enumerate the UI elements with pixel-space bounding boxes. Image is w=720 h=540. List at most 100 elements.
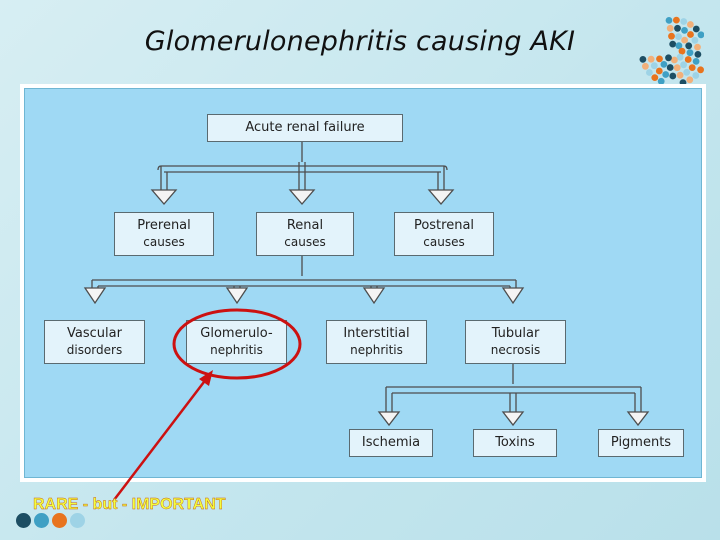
logo-dot bbox=[676, 53, 684, 61]
node-acute-renal-failure: Acute renal failure bbox=[207, 114, 403, 142]
node-label: Glomerulo- bbox=[200, 326, 273, 342]
node-label: Toxins bbox=[495, 434, 535, 450]
node-label: Vascular bbox=[67, 326, 122, 342]
logo-dot bbox=[671, 56, 678, 64]
logo-dot bbox=[675, 42, 683, 50]
logo-dot bbox=[675, 33, 682, 40]
arrow-renal bbox=[288, 189, 316, 205]
logo-dot bbox=[676, 71, 684, 79]
node-glomerulonephritis: Glomerulo- nephritis bbox=[186, 320, 287, 364]
logo-dot bbox=[678, 47, 686, 55]
node-label: Prerenal bbox=[137, 218, 191, 234]
logo-dot bbox=[656, 55, 663, 63]
logo-dot bbox=[687, 31, 694, 38]
node-label: Ischemia bbox=[361, 434, 421, 450]
arrow-prerenal bbox=[150, 189, 178, 205]
node-postrenal-causes: Postrenal causes bbox=[394, 212, 494, 256]
logo-dot bbox=[662, 71, 670, 78]
logo-dot bbox=[680, 61, 687, 69]
node-label: Tubular bbox=[491, 326, 540, 342]
logo-dot bbox=[665, 54, 672, 62]
logo-dot bbox=[668, 32, 675, 40]
arrow-pigments bbox=[626, 411, 650, 427]
logo-dot bbox=[684, 56, 692, 63]
logo-dot bbox=[669, 72, 677, 80]
arrow-ischemia bbox=[377, 411, 401, 427]
node-vascular-disorders: Vascular disorders bbox=[44, 320, 145, 364]
logo-dot bbox=[673, 64, 681, 72]
logo-dot bbox=[665, 17, 673, 24]
node-ischemia: Ischemia bbox=[349, 429, 433, 457]
node-sublabel: necrosis bbox=[490, 342, 541, 357]
node-sublabel: causes bbox=[423, 234, 465, 249]
node-sublabel: nephritis bbox=[210, 342, 263, 357]
node-interstitial-nephritis: Interstitial nephritis bbox=[326, 320, 427, 364]
logo-dot bbox=[694, 43, 701, 51]
logo-dot bbox=[651, 74, 659, 81]
logo-dot bbox=[688, 64, 696, 71]
node-pigments: Pigments bbox=[598, 429, 684, 457]
logo-dot bbox=[666, 64, 674, 71]
arrow-postrenal bbox=[427, 189, 455, 205]
logo-dot bbox=[687, 21, 694, 28]
arrow-glomerulo bbox=[225, 287, 249, 305]
dot-2 bbox=[34, 513, 49, 528]
logo-dot bbox=[680, 18, 688, 25]
logo-dot bbox=[692, 25, 700, 33]
node-prerenal-causes: Prerenal causes bbox=[114, 212, 214, 256]
node-sublabel: causes bbox=[143, 234, 185, 249]
logo-dot bbox=[646, 69, 653, 76]
logo-dot bbox=[666, 24, 674, 32]
node-label: Renal bbox=[286, 218, 324, 234]
connector-tubular-level3 bbox=[385, 364, 642, 412]
logo-dot bbox=[673, 16, 680, 24]
logo-dot bbox=[692, 58, 700, 65]
logo-dot bbox=[639, 56, 647, 63]
dot-3 bbox=[52, 513, 67, 528]
logo-dot bbox=[691, 36, 699, 44]
logo-dot bbox=[674, 24, 681, 32]
arrow-tubular bbox=[501, 287, 525, 305]
node-toxins: Toxins bbox=[473, 429, 557, 457]
node-sublabel: disorders bbox=[66, 342, 123, 357]
logo-dot bbox=[685, 42, 693, 50]
node-label: Acute renal failure bbox=[245, 119, 365, 135]
connector-root-level1 bbox=[157, 142, 448, 190]
logo-dot bbox=[660, 61, 668, 68]
dot-4 bbox=[70, 513, 85, 528]
node-label: Pigments bbox=[610, 434, 672, 450]
logo-dot bbox=[681, 27, 688, 34]
dot-1 bbox=[16, 513, 31, 528]
node-label: Interstitial bbox=[343, 326, 410, 342]
highlight-ellipse bbox=[172, 308, 302, 380]
logo-dot bbox=[655, 67, 663, 75]
arrow-vascular bbox=[83, 287, 107, 305]
callout-rare-but-important: RARE - but - IMPORTANT bbox=[33, 496, 226, 513]
logo-dot bbox=[642, 62, 649, 70]
logo-dot bbox=[697, 66, 704, 74]
pointer-arrowhead bbox=[199, 370, 213, 386]
node-sublabel: nephritis bbox=[350, 342, 403, 357]
logo-dot bbox=[683, 68, 691, 76]
arrow-toxins bbox=[501, 411, 525, 427]
node-sublabel: causes bbox=[284, 234, 326, 249]
pointer-arrow-line bbox=[113, 377, 208, 501]
logo-dot bbox=[697, 31, 704, 39]
logo-dot bbox=[650, 62, 658, 70]
logo-dot bbox=[657, 77, 665, 85]
node-label: Postrenal bbox=[413, 218, 475, 234]
logo-dot bbox=[681, 36, 688, 44]
diagram-panel bbox=[24, 88, 702, 478]
logo-dot bbox=[686, 49, 694, 57]
arrow-interstitial bbox=[362, 287, 386, 305]
node-tubular-necrosis: Tubular necrosis bbox=[465, 320, 566, 364]
logo-dot bbox=[669, 40, 677, 48]
logo-dot bbox=[647, 55, 655, 63]
logo-dot bbox=[692, 72, 700, 79]
connector-renal-level2 bbox=[91, 256, 517, 288]
node-renal-causes: Renal causes bbox=[256, 212, 354, 256]
logo-dot bbox=[694, 51, 702, 58]
logo-dot bbox=[686, 76, 694, 84]
